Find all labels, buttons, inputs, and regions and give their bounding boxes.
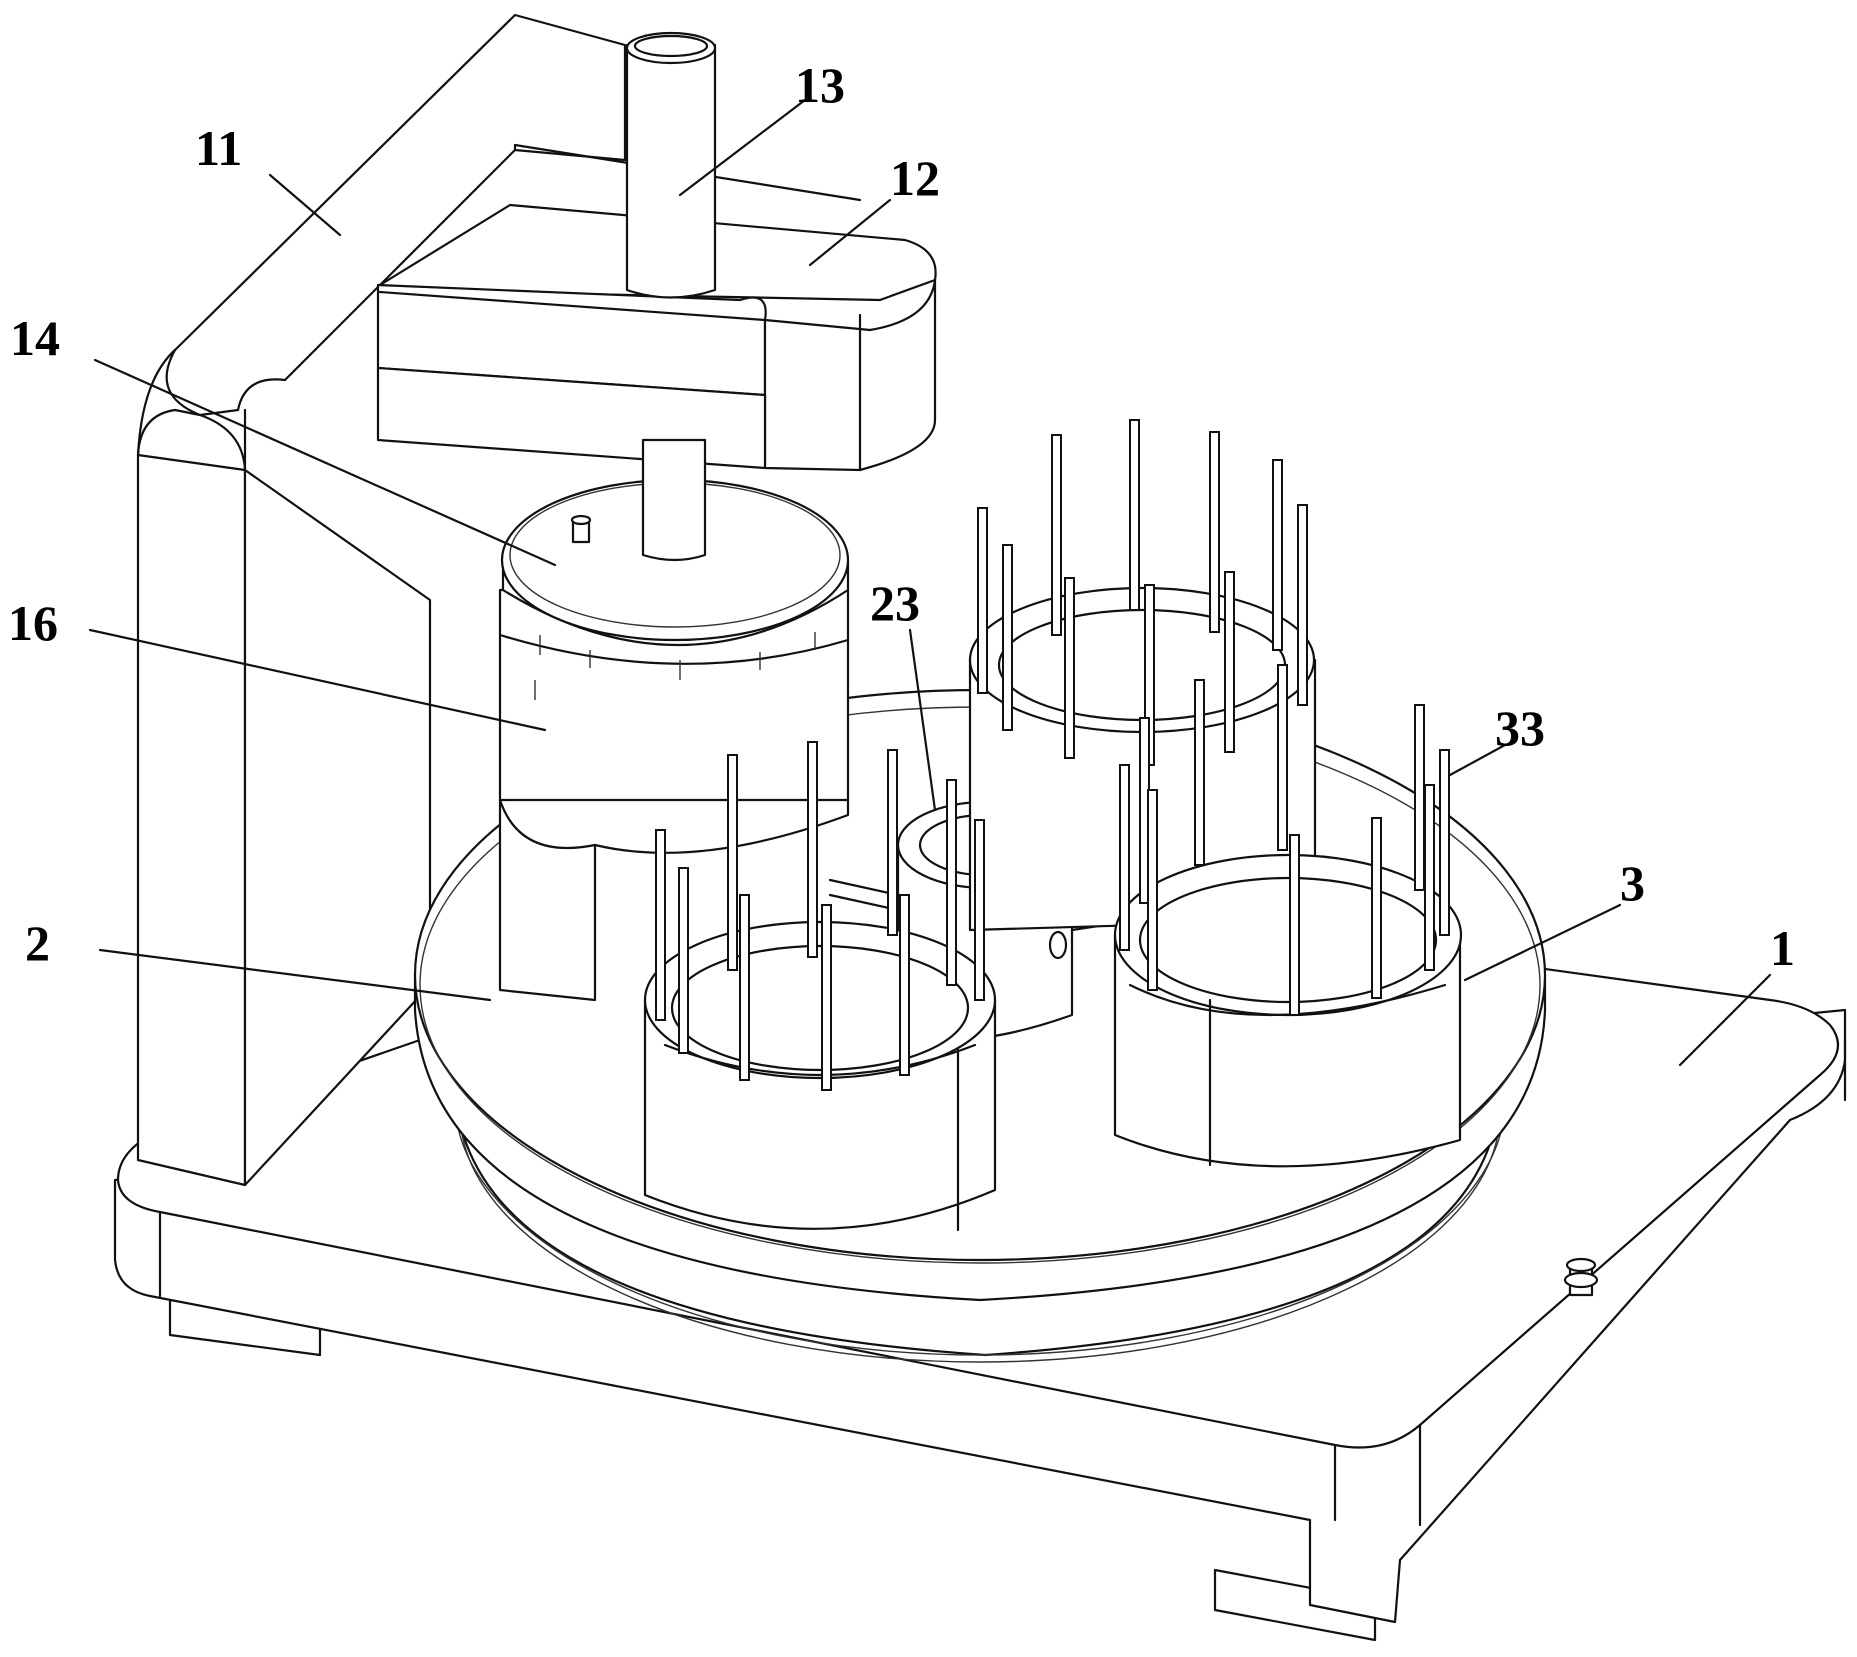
front-cup	[643, 741, 997, 1232]
leader-3	[1463, 903, 1622, 982]
label-3: 3	[1620, 855, 1645, 911]
label-23: 23	[870, 575, 920, 631]
callout-labels: 11 13 12 14 16 23 33 3 2 1	[8, 57, 1795, 976]
front-rods	[655, 741, 985, 1091]
leader-14	[93, 358, 557, 567]
press-head	[498, 438, 850, 1002]
leader-16	[88, 628, 547, 732]
leader-23	[908, 628, 937, 812]
label-1: 1	[1770, 920, 1795, 976]
leader-11	[268, 173, 342, 237]
label-14: 14	[10, 310, 60, 366]
leader-1	[1678, 973, 1772, 1067]
label-13: 13	[795, 57, 845, 113]
vertical-shaft	[625, 31, 717, 299]
rear-rods	[977, 419, 1308, 766]
label-11: 11	[195, 120, 242, 176]
leader-2	[98, 948, 492, 1002]
label-33: 33	[1495, 700, 1545, 756]
frame-column	[136, 13, 862, 1187]
leader-33	[1448, 743, 1507, 777]
label-16: 16	[8, 595, 58, 651]
label-2: 2	[25, 915, 50, 971]
leader-12	[808, 198, 892, 267]
right-rods	[1119, 664, 1450, 1016]
leader-13	[678, 98, 807, 197]
label-12: 12	[890, 150, 940, 206]
right-cup	[1113, 664, 1463, 1168]
leader-lines	[88, 98, 1772, 1067]
